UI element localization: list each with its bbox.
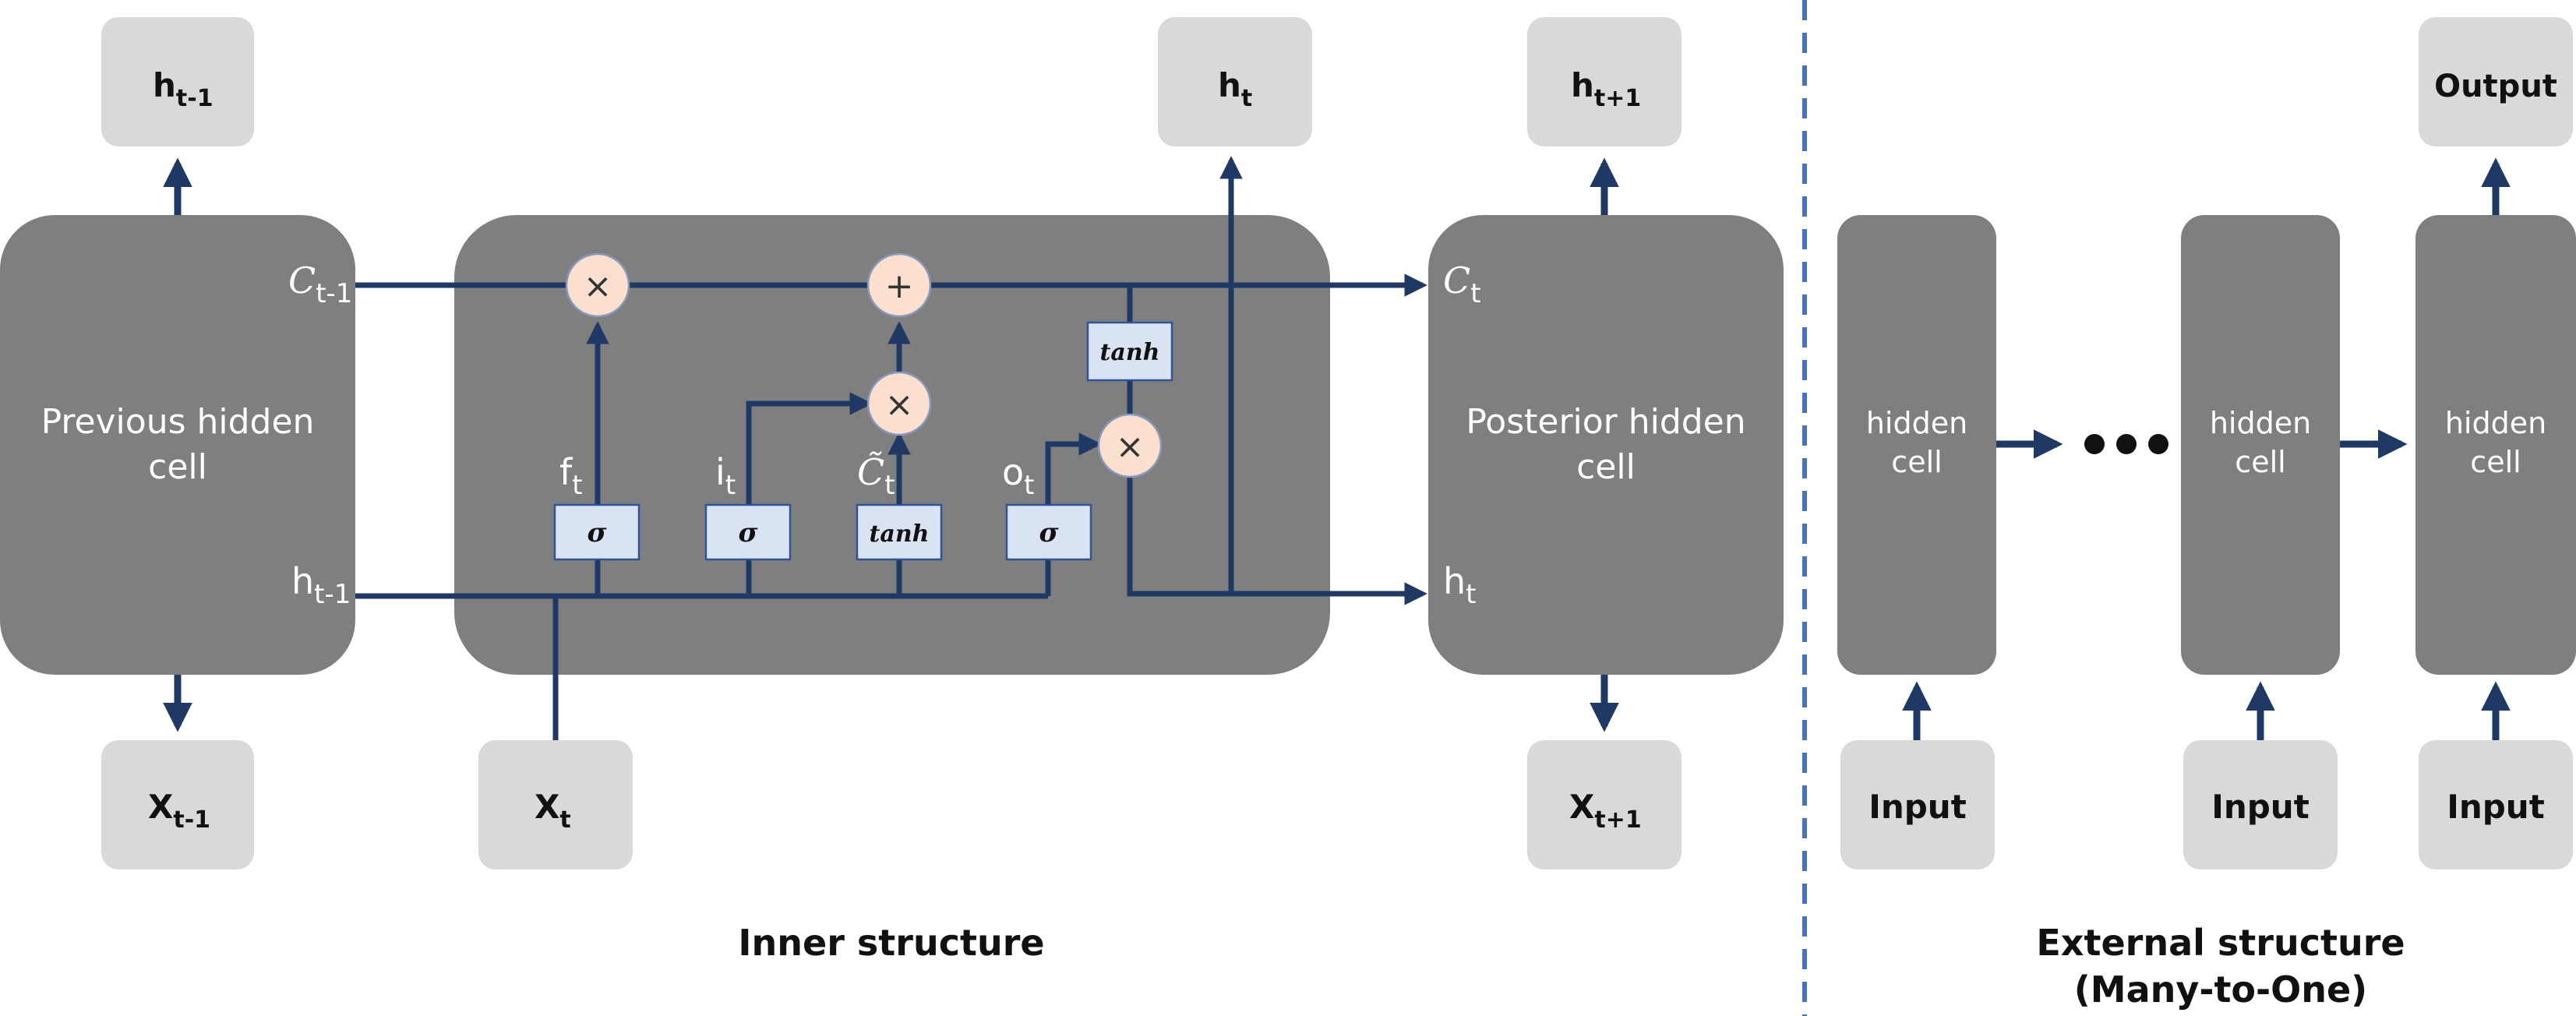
posterior-cell-label-line2: cell <box>1576 447 1636 487</box>
external-input-label-2: Input <box>2211 788 2310 826</box>
output-to-h-t-line <box>1127 475 1427 605</box>
x-prev-input-label: Xt-1 <box>148 788 210 834</box>
previous-cell-label-line2: cell <box>148 447 207 487</box>
external-input-box-3 <box>2419 740 2573 870</box>
h-prev-output-box <box>101 17 254 146</box>
input-gate-to-multiply <box>746 392 873 505</box>
ellipsis-dot-3 <box>2148 434 2168 454</box>
h-prev-output-label: ht-1 <box>153 66 213 112</box>
posterior-hidden-cell <box>1428 215 1784 675</box>
external-structure-caption-line2: (Many-to-One) <box>2074 968 2367 1011</box>
ellipsis-dot-1 <box>2084 434 2105 454</box>
forget-gate-name: ft <box>559 451 583 501</box>
h-next-output-label: ht+1 <box>1571 66 1641 112</box>
external-input-label-1: Input <box>1868 788 1967 826</box>
forget-multiply-symbol: × <box>584 266 612 306</box>
external-cell-2-line2: cell <box>2235 445 2285 479</box>
x-prev-input-box <box>101 740 254 870</box>
external-cell-2-line1: hidden <box>2210 406 2311 440</box>
output-multiply-op <box>1097 413 1163 478</box>
inner-structure-caption: Inner structure <box>738 922 1044 964</box>
external-cell-3-line1: hidden <box>2445 406 2546 440</box>
ellipsis-dot-2 <box>2116 434 2137 454</box>
candidate-gate-tanh: tanh <box>870 520 930 548</box>
input-multiply-symbol: × <box>885 385 914 425</box>
x-next-input-box <box>1527 740 1681 870</box>
external-input-box-1 <box>1840 740 1995 870</box>
forget-gate-box <box>553 503 640 561</box>
input-gate-box <box>704 503 792 561</box>
external-output-label: Output <box>2434 69 2557 104</box>
external-input-box-2 <box>2183 740 2338 870</box>
x-next-input-label: Xt+1 <box>1569 788 1642 834</box>
cell-tanh-box <box>1086 321 1173 382</box>
forget-multiply-op <box>565 252 630 318</box>
forget-gate-sigma: σ <box>587 517 607 549</box>
input-multiply-op <box>866 371 932 436</box>
h-t-output-box <box>1158 17 1312 146</box>
candidate-gate-box <box>856 503 943 561</box>
h-next-output-box <box>1527 17 1681 146</box>
x-t-input-label: Xt <box>535 788 571 834</box>
cell-tanh-label: tanh <box>1100 339 1160 366</box>
external-structure-caption-line1: External structure <box>2036 922 2405 964</box>
add-symbol: + <box>885 266 914 306</box>
external-cell-1-line2: cell <box>1891 445 1942 479</box>
external-output-box <box>2419 17 2573 146</box>
h-prev-port-label: ht-1 <box>291 560 351 610</box>
output-gate-to-multiply <box>1045 432 1102 505</box>
output-gate-box <box>1005 503 1092 561</box>
posterior-cell-label-line1: Posterior hidden <box>1466 402 1745 442</box>
external-hidden-cell-3 <box>2415 215 2576 675</box>
h-t-port-label: ht <box>1443 560 1477 610</box>
input-gate-name: it <box>715 451 736 501</box>
previous-hidden-cell <box>0 215 355 675</box>
external-input-label-3: Input <box>2447 788 2545 826</box>
output-gate-sigma: σ <box>1039 517 1059 549</box>
external-hidden-cell-1 <box>1837 215 1996 675</box>
input-gate-sigma: σ <box>738 517 758 549</box>
h-t-output-label: ht <box>1218 66 1252 112</box>
c-prev-port-label: Ct-1 <box>288 259 352 309</box>
x-t-input-box <box>478 740 633 870</box>
external-hidden-cell-2 <box>2181 215 2340 675</box>
previous-cell-label-line1: Previous hidden <box>41 402 315 442</box>
add-op <box>866 252 932 318</box>
output-gate-name: ot <box>1002 451 1035 501</box>
output-multiply-symbol: × <box>1116 427 1145 467</box>
external-cell-3-line2: cell <box>2470 445 2521 479</box>
candidate-gate-name: C̃t <box>857 451 895 501</box>
c-t-port-label: Ct <box>1443 259 1481 309</box>
external-cell-1-line1: hidden <box>1866 406 1967 440</box>
